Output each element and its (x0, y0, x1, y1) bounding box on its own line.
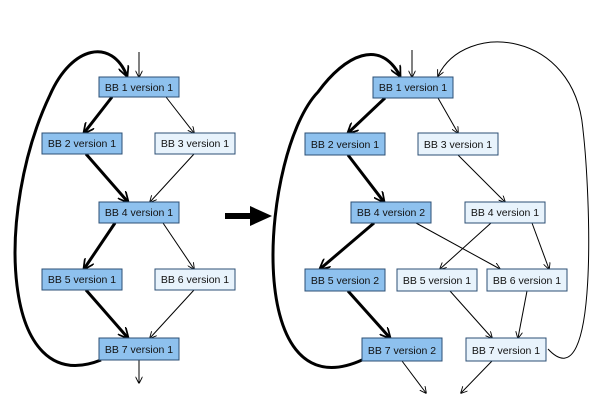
right-edge-bb1-bb2 (348, 96, 387, 133)
right-node-bb5v2-label: BB 5 version 2 (311, 275, 379, 287)
right-backedge-bb7v2-bb1 (271, 53, 400, 369)
right-edge-bb4v2-bb6 (415, 222, 500, 269)
right-edges (271, 41, 590, 393)
left-node-bb3: BB 3 version 1 (154, 132, 236, 155)
right-arrow-icon (225, 206, 272, 226)
right-edge-bb5v2-bb7v2 (346, 290, 390, 338)
left-node-bb3-label: BB 3 version 1 (161, 138, 229, 150)
left-node-bb4: BB 4 version 1 (98, 201, 180, 224)
right-edge-bb5v1-bb7v1 (449, 290, 492, 338)
right-edge-bb4v1-bb5v1 (440, 222, 492, 269)
left-node-bb2-label: BB 2 version 1 (48, 138, 116, 150)
right-node-bb7v2-label: BB 7 version 2 (368, 345, 436, 357)
left-node-bb7: BB 7 version 1 (98, 337, 180, 361)
right-exit-edge-v2 (401, 360, 426, 393)
right-node-bb4v1: BB 4 version 1 (464, 201, 546, 224)
right-node-bb7v1-label: BB 7 version 1 (472, 345, 540, 357)
right-edge-bb2-bb4v2 (346, 154, 384, 202)
left-edge-bb4-bb5 (84, 222, 117, 269)
right-node-bb1: BB 1 version 1 (372, 76, 454, 99)
right-node-bb3: BB 3 version 1 (417, 132, 499, 156)
right-edge-bb4v2-bb5v2 (320, 221, 375, 269)
right-node-bb2-label: BB 2 version 1 (311, 139, 379, 151)
right-node-bb5v1: BB 5 version 1 (396, 268, 478, 292)
left-backedge-bb7-bb1 (13, 50, 127, 367)
left-node-bb1-label: BB 1 version 1 (105, 82, 173, 94)
left-edge-bb3-bb4 (150, 153, 195, 202)
left-edges (13, 50, 195, 383)
left-edge-bb2-bb4 (84, 153, 128, 202)
left-cfg: BB 1 version 1 BB 2 version 1 BB 3 versi… (13, 50, 236, 383)
left-node-bb7-label: BB 7 version 1 (105, 344, 173, 356)
right-node-bb2: BB 2 version 1 (304, 132, 386, 156)
left-node-bb4-label: BB 4 version 1 (105, 207, 173, 219)
right-exit-edge-v1 (461, 360, 493, 393)
left-node-bb6-label: BB 6 version 1 (161, 274, 229, 286)
left-node-bb5-label: BB 5 version 1 (48, 274, 116, 286)
left-node-bb2: BB 2 version 1 (41, 132, 123, 155)
right-node-bb6-label: BB 6 version 1 (493, 275, 561, 287)
right-cfg: BB 1 version 1 BB 2 version 1 BB 3 versi… (271, 41, 590, 393)
right-node-bb3-label: BB 3 version 1 (424, 139, 492, 151)
right-edge-bb3-bb4v1 (457, 154, 505, 202)
right-node-bb5v1-label: BB 5 version 1 (403, 275, 471, 287)
right-node-bb4v2-label: BB 4 version 2 (357, 207, 425, 219)
right-node-bb7v1: BB 7 version 1 (465, 337, 547, 362)
left-node-bb6: BB 6 version 1 (154, 268, 236, 291)
right-node-bb1-label: BB 1 version 1 (379, 82, 447, 94)
left-edge-bb1-bb3 (165, 96, 194, 133)
right-edge-bb4v1-bb6 (531, 222, 549, 269)
left-node-bb5: BB 5 version 1 (41, 268, 123, 291)
right-edge-bb1-bb3 (437, 97, 458, 133)
right-node-bb4v1-label: BB 4 version 1 (471, 207, 539, 219)
right-node-bb5v2: BB 5 version 2 (304, 268, 386, 292)
left-node-bb1: BB 1 version 1 (98, 76, 180, 98)
left-edge-bb6-bb7 (150, 289, 195, 338)
right-node-bb6: BB 6 version 1 (486, 268, 568, 292)
left-edge-bb5-bb7 (84, 289, 128, 338)
right-node-bb7v2: BB 7 version 2 (361, 337, 443, 362)
right-backedge-bb7v1-bb1 (438, 41, 590, 359)
right-edge-bb6-bb7v1 (518, 290, 528, 338)
left-edge-bb4-bb6 (162, 222, 194, 269)
left-edge-bb1-bb2 (84, 96, 114, 133)
right-node-bb4v2: BB 4 version 2 (350, 201, 432, 224)
